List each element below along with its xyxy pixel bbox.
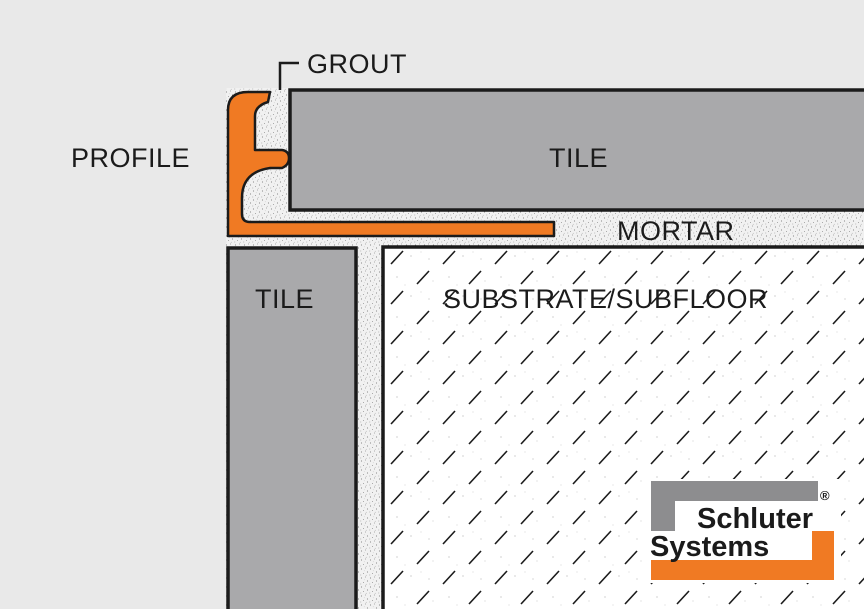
profile-label: PROFILE — [71, 143, 190, 173]
grout-label: GROUT — [307, 49, 407, 79]
mortar-label: MORTAR — [617, 216, 735, 246]
logo-line2: Systems — [650, 531, 769, 563]
substrate-label: SUBSTRATE/SUBFLOOR — [443, 284, 768, 314]
logo-gray-bracket — [651, 481, 818, 531]
edge-profile — [226, 90, 556, 238]
grout-leader-line — [278, 61, 299, 90]
tile-side-label: TILE — [255, 284, 314, 314]
side-tile — [226, 246, 358, 609]
logo-line1: Schluter — [697, 503, 813, 535]
top-tile — [288, 88, 864, 212]
schluter-logo: Schluter Systems ® — [649, 479, 841, 583]
tile-top-label: TILE — [549, 143, 608, 173]
logo-registered-mark: ® — [820, 488, 830, 503]
logo-orange-bracket — [651, 531, 834, 580]
